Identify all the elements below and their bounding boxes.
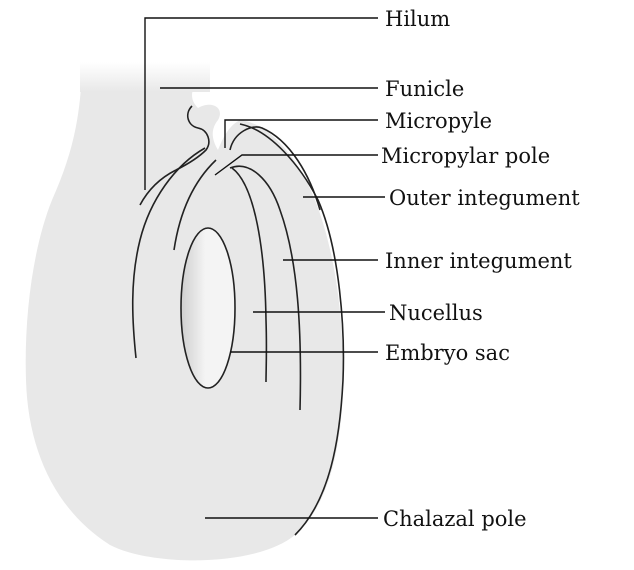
label-funicle: Funicle (385, 77, 464, 101)
inner-integument-left (173, 159, 217, 251)
label-inner-integument: Inner integument (385, 249, 572, 273)
label-hilum: Hilum (385, 7, 450, 31)
label-embryo-sac: Embryo sac (385, 341, 510, 365)
micropyle-leader (224, 119, 378, 148)
micropylar-pole-leader (214, 154, 378, 176)
embryo-sac (180, 227, 236, 389)
funicle-notch (175, 105, 210, 171)
label-nucellus: Nucellus (389, 301, 483, 325)
outer-integument-surface (239, 123, 345, 536)
label-micropylar-pole: Micropylar pole (381, 144, 550, 168)
nucellus-outline (231, 167, 268, 383)
hilum-leader (144, 17, 378, 190)
label-micropyle: Micropyle (385, 109, 492, 133)
inner-integument-right (229, 165, 302, 411)
label-chalazal-pole: Chalazal pole (383, 507, 527, 531)
funicle-edge (139, 169, 177, 206)
micropyle-curve (229, 126, 321, 211)
label-outer-integument: Outer integument (389, 186, 580, 210)
